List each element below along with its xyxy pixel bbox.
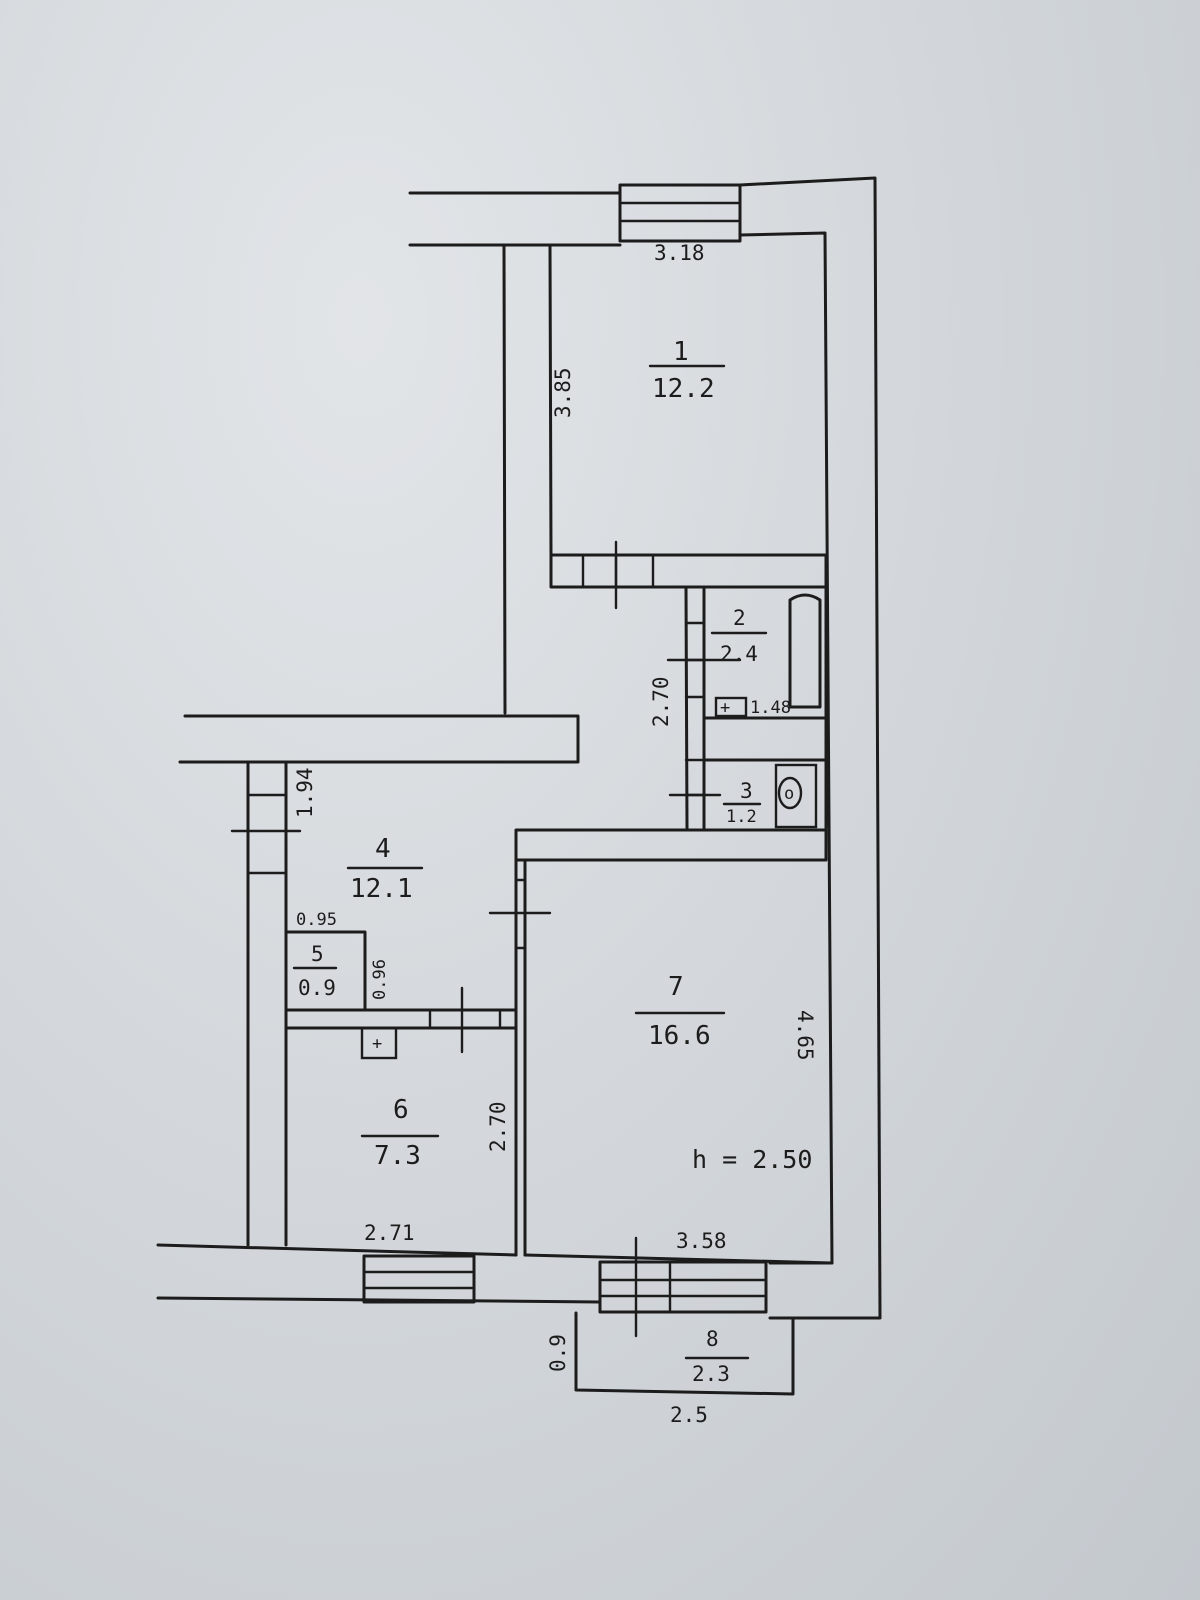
svg-text:o: o — [784, 784, 794, 804]
svg-text:+: + — [720, 698, 730, 718]
room-7-id: 7 — [668, 972, 684, 1002]
dim-room7-width: 3.58 — [676, 1229, 727, 1253]
room-3-id: 3 — [740, 779, 753, 803]
room-2-area: 2.4 — [720, 642, 758, 666]
room-4-area: 12.1 — [350, 874, 413, 904]
dim-bath-length: 2.70 — [649, 676, 673, 727]
interior-walls: + o + — [156, 243, 834, 1396]
dim-closet-width: 0.95 — [296, 910, 337, 930]
ceiling-height: h = 2.50 — [692, 1145, 812, 1174]
room-5-id: 5 — [311, 942, 324, 966]
room-3-area: 1.2 — [726, 807, 757, 827]
dim-room7-length: 4.65 — [793, 1010, 817, 1061]
dim-closet-depth: 0.96 — [370, 959, 390, 1000]
dim-kitchen-length: 2.70 — [486, 1101, 510, 1152]
room-8-id: 8 — [706, 1327, 719, 1351]
dim-room1-length: 3.85 — [551, 367, 575, 418]
room-8-area: 2.3 — [692, 1362, 730, 1386]
room-5-area: 0.9 — [298, 976, 336, 1000]
room-6-area: 7.3 — [374, 1141, 421, 1171]
dimension-labels: 3.18 3.85 2.70 1.48 1.94 0.95 0.96 2.70 … — [293, 241, 817, 1427]
dim-balcony-depth: 0.9 — [546, 1334, 570, 1372]
svg-text:+: + — [372, 1034, 382, 1054]
room-1-area: 12.2 — [652, 374, 715, 404]
dim-balcony-width: 2.5 — [670, 1403, 708, 1427]
dim-bath-width: 1.48 — [750, 698, 791, 718]
room-1-id: 1 — [673, 337, 689, 367]
room-2-id: 2 — [733, 606, 746, 630]
dim-hall-length: 1.94 — [293, 767, 317, 818]
room-6-id: 6 — [393, 1095, 409, 1125]
room-labels: 1 12.2 2 2.4 3 1.2 4 12.1 5 0.9 6 7.3 7 … — [292, 337, 768, 1386]
room-4-id: 4 — [375, 834, 391, 864]
dim-kitchen-width: 2.71 — [364, 1221, 415, 1245]
room-7-area: 16.6 — [648, 1021, 711, 1051]
dim-room1-width: 3.18 — [654, 241, 705, 265]
